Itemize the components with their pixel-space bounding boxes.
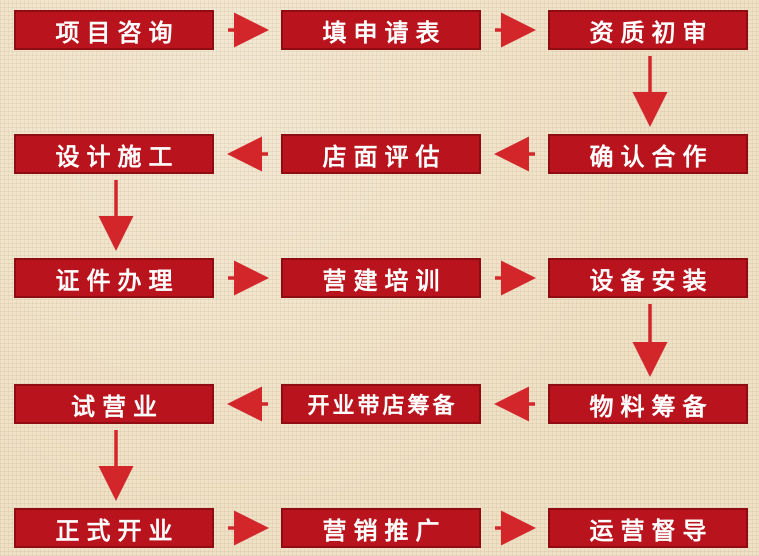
step-operation-training: 营建培训 [281,258,481,298]
step-opening-preparation: 开业带店筹备 [281,384,481,424]
step-license-processing: 证件办理 [14,258,214,298]
step-equipment-install: 设备安装 [548,258,748,298]
step-grand-opening: 正式开业 [14,508,214,548]
step-trial-operation: 试营业 [14,384,214,424]
step-operation-supervision: 运营督导 [548,508,748,548]
step-marketing-promotion: 营销推广 [281,508,481,548]
step-material-preparation: 物料筹备 [548,384,748,424]
step-qualification-review: 资质初审 [548,10,748,50]
step-project-consultation: 项目咨询 [14,10,214,50]
step-design-construction: 设计施工 [14,134,214,174]
step-confirm-cooperation: 确认合作 [548,134,748,174]
step-store-evaluation: 店面评估 [281,134,481,174]
step-fill-application: 填申请表 [281,10,481,50]
